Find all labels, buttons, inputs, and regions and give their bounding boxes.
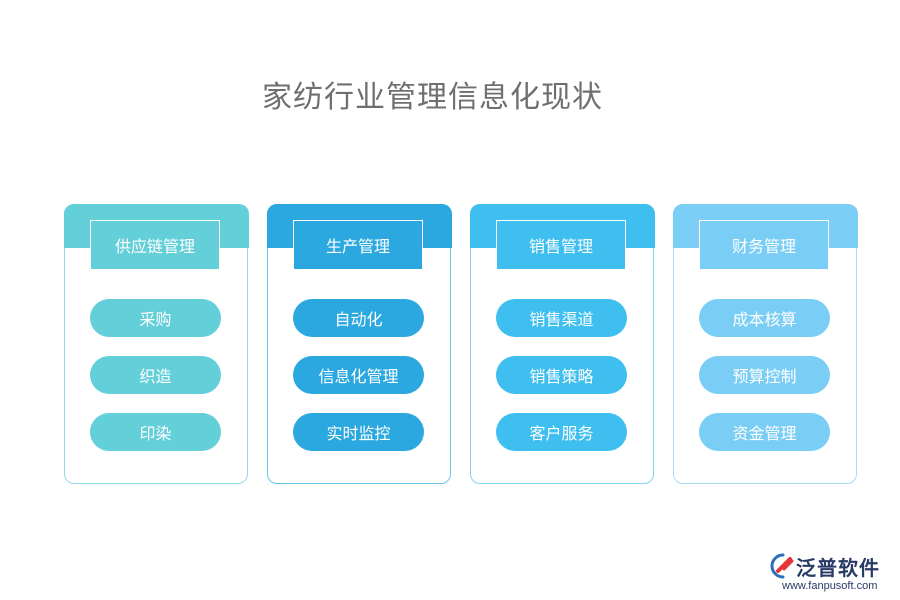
item-pill: 印染 (90, 413, 221, 451)
logo-name: 泛普软件 (796, 556, 880, 580)
item-pill: 成本核算 (699, 299, 830, 337)
column-card-production: 生产管理 自动化 信息化管理 实时监控 (266, 203, 452, 484)
item-pill: 实时监控 (293, 413, 424, 451)
column-card-sales: 销售管理 销售渠道 销售策略 客户服务 (469, 203, 655, 484)
column-header: 销售管理 (496, 220, 626, 270)
item-pill: 自动化 (293, 299, 424, 337)
item-pill: 客户服务 (496, 413, 627, 451)
column-card-finance: 财务管理 成本核算 预算控制 资金管理 (672, 203, 858, 484)
brand-logo: 泛普软件 www.fanpusoft.com (770, 552, 895, 598)
item-pill: 资金管理 (699, 413, 830, 451)
item-pill: 信息化管理 (293, 356, 424, 394)
item-pill: 销售渠道 (496, 299, 627, 337)
logo-url: www.fanpusoft.com (782, 580, 878, 592)
item-pill: 销售策略 (496, 356, 627, 394)
logo-mark-icon (770, 553, 794, 579)
column-card-supply-chain: 供应链管理 采购 织造 印染 (63, 203, 249, 484)
column-header: 财务管理 (699, 220, 829, 270)
column-header: 生产管理 (293, 220, 423, 270)
item-pill: 采购 (90, 299, 221, 337)
item-pill: 预算控制 (699, 356, 830, 394)
item-pill: 织造 (90, 356, 221, 394)
column-header: 供应链管理 (90, 220, 220, 270)
page-title: 家纺行业管理信息化现状 (262, 80, 603, 115)
